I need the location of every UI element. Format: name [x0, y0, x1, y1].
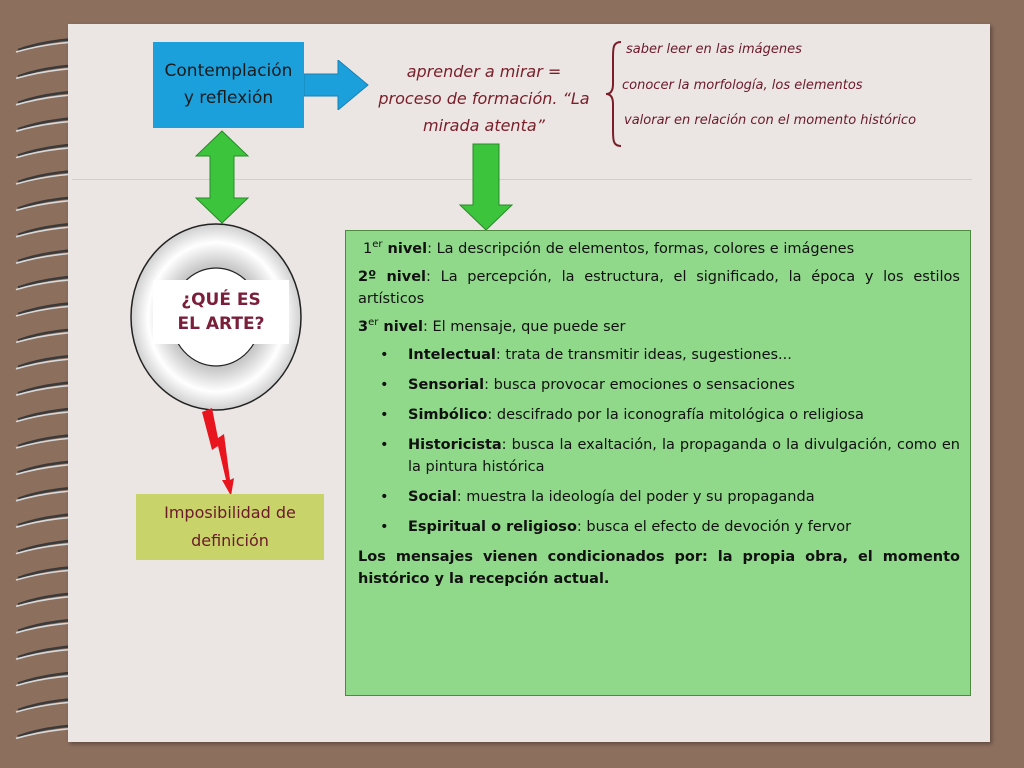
- level-1: 1er nivel: La descripción de elementos, …: [358, 238, 960, 260]
- message-term: Espiritual o religioso: [408, 519, 577, 535]
- art-question-label: ¿QUÉ ES EL ARTE?: [153, 280, 289, 344]
- bullet-icon: •: [380, 377, 389, 393]
- level-3-number: 3: [358, 319, 369, 335]
- level-3-text: : El mensaje, que puede ser: [422, 319, 626, 335]
- impossibility-line2: definición: [191, 531, 269, 550]
- message-term: Social: [408, 489, 457, 505]
- message-term: Intelectual: [408, 347, 496, 363]
- contemplation-line1: Contemplación: [164, 61, 293, 81]
- levels-box: 1er nivel: La descripción de elementos, …: [345, 230, 971, 696]
- level-3-label: nivel: [378, 319, 423, 335]
- art-question-line1: ¿QUÉ ES: [181, 290, 261, 310]
- list-item: • Social: muestra la ideología del poder …: [358, 486, 960, 508]
- message-term: Simbólico: [408, 407, 488, 423]
- list-item: • Espiritual o religioso: busca el efecto…: [358, 516, 960, 538]
- message-term: Sensorial: [408, 377, 485, 393]
- message-term: Historicista: [408, 437, 502, 453]
- impossibility-line1: Imposibilidad de: [164, 503, 296, 522]
- brace-item-historical: valorar en relación con el momento histó…: [624, 113, 917, 128]
- brace-item-read: saber leer en las imágenes: [626, 42, 802, 57]
- brace-item-morphology: conocer la morfología, los elementos: [622, 78, 863, 93]
- level-2-label: nivel: [376, 269, 426, 285]
- message-text: : trata de transmitir ideas, sugestiones…: [495, 347, 792, 363]
- green-arrow-down-icon: [459, 143, 513, 231]
- divider-line: [72, 179, 972, 180]
- concept-line1: aprender a mirar =: [406, 62, 562, 81]
- message-list: • Intelectual: trata de transmitir ideas,…: [358, 344, 960, 538]
- message-text: : busca la exaltación, la propaganda o l…: [408, 437, 960, 475]
- level-1-number: 1: [363, 241, 373, 257]
- lightning-bolt-icon: [202, 408, 234, 496]
- contemplation-line2: y reflexión: [183, 88, 274, 108]
- contemplation-box: Contemplación y reflexión: [153, 42, 304, 128]
- blue-arrow-right-icon: [304, 60, 369, 110]
- impossibility-box: Imposibilidad de definición: [136, 494, 324, 560]
- list-item: • Sensorial: busca provocar emociones o s…: [358, 374, 960, 396]
- message-text: : busca el efecto de devoción y fervor: [576, 519, 852, 535]
- level-2-text: : La percepción, la estructura, el signi…: [358, 269, 960, 307]
- bullet-icon: •: [380, 407, 389, 423]
- concept-text: aprender a mirar = proceso de formación.…: [368, 58, 600, 139]
- concept-line3: mirada atenta”: [423, 116, 545, 135]
- conclusion-text: Los mensajes vienen condicionados por: l…: [358, 549, 960, 587]
- level-3-sup: er: [368, 317, 379, 328]
- double-arrow-vertical-icon: [194, 130, 250, 224]
- message-text: : busca provocar emociones o sensaciones: [484, 377, 795, 393]
- bullet-icon: •: [380, 489, 389, 505]
- list-item: • Intelectual: trata de transmitir ideas,…: [358, 344, 960, 366]
- level-1-sup: er: [372, 239, 383, 250]
- level-2-number: 2º: [358, 269, 377, 285]
- list-item: • Simbólico: descifrado por la iconografí…: [358, 404, 960, 426]
- message-text: : muestra la ideología del poder y su pr…: [456, 489, 815, 505]
- list-item: • Historicista: busca la exaltación, la p…: [358, 434, 960, 478]
- level-1-label: nivel: [382, 241, 428, 257]
- bullet-icon: •: [380, 437, 389, 453]
- art-question-line2: EL ARTE?: [177, 314, 265, 334]
- level-3: 3er nivel: El mensaje, que puede ser: [358, 316, 960, 338]
- curly-brace-icon: [605, 41, 622, 147]
- level-1-text: : La descripción de elementos, formas, c…: [427, 241, 855, 257]
- level-2: 2º nivel: La percepción, la estructura, …: [358, 266, 960, 310]
- bullet-icon: •: [380, 519, 389, 535]
- bullet-icon: •: [380, 347, 389, 363]
- concept-line2: proceso de formación. “La: [378, 89, 590, 108]
- message-text: : descifrado por la iconografía mitológi…: [487, 407, 864, 423]
